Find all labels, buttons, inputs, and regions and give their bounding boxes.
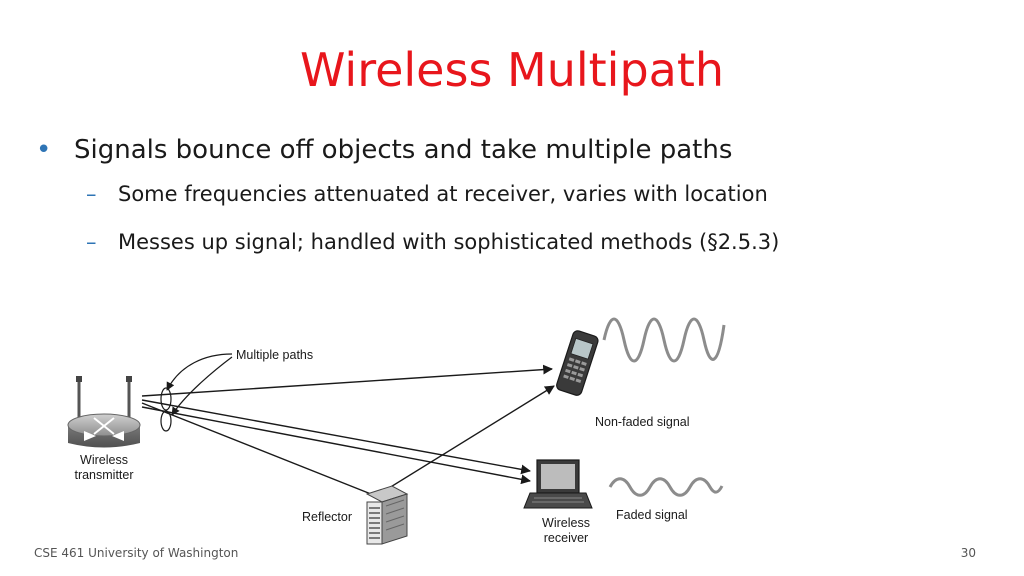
path-to-reflector bbox=[141, 402, 377, 497]
sub-bullet-text: Some frequencies attenuated at receiver,… bbox=[118, 182, 768, 206]
callout-arrow bbox=[166, 353, 233, 391]
reflector-server-icon bbox=[365, 485, 409, 545]
non-faded-wave bbox=[602, 317, 726, 363]
receiver-label-line1: Wireless bbox=[542, 516, 590, 530]
reflector-label: Reflector bbox=[302, 510, 352, 524]
footer-course: CSE 461 University of Washington bbox=[34, 546, 239, 560]
footer-page-number: 30 bbox=[960, 546, 976, 560]
faded-signal-label: Faded signal bbox=[616, 508, 688, 522]
bullet-list: • Signals bounce off objects and take mu… bbox=[34, 130, 1014, 274]
receiver-label-line2: receiver bbox=[544, 531, 588, 545]
wireless-transmitter-icon bbox=[67, 376, 141, 448]
sub-bullet-item: – Messes up signal; handled with sophist… bbox=[34, 226, 1014, 258]
laptop-receiver-icon bbox=[523, 459, 593, 509]
transmitter-label-line2: transmitter bbox=[74, 468, 133, 482]
sub-bullet-dash-icon: – bbox=[86, 182, 97, 206]
callout-arrow bbox=[171, 356, 233, 416]
faded-wave bbox=[608, 477, 724, 497]
path-group-ellipse bbox=[160, 387, 172, 411]
path-second-to-receiver bbox=[141, 406, 531, 485]
sub-bullet-text: Messes up signal; handled with sophistic… bbox=[118, 230, 780, 254]
path-reflector-to-phone bbox=[375, 385, 555, 497]
path-group-ellipse bbox=[160, 410, 172, 432]
mobile-phone-icon bbox=[556, 330, 599, 396]
sub-bullet-dash-icon: – bbox=[86, 230, 97, 254]
bullet-dot-icon: • bbox=[36, 135, 52, 165]
signal-paths bbox=[141, 364, 555, 497]
sub-bullet-item: – Some frequencies attenuated at receive… bbox=[34, 178, 1014, 210]
multiple-paths-label: Multiple paths bbox=[236, 348, 313, 362]
path-direct-to-phone bbox=[141, 364, 553, 397]
bullet-text: Signals bounce off objects and take mult… bbox=[74, 135, 733, 165]
path-direct-to-receiver bbox=[141, 399, 531, 475]
non-faded-signal-label: Non-faded signal bbox=[595, 415, 690, 429]
bullet-item: • Signals bounce off objects and take mu… bbox=[34, 130, 1014, 170]
transmitter-label-line1: Wireless bbox=[80, 453, 128, 467]
slide-title: Wireless Multipath bbox=[299, 43, 725, 97]
